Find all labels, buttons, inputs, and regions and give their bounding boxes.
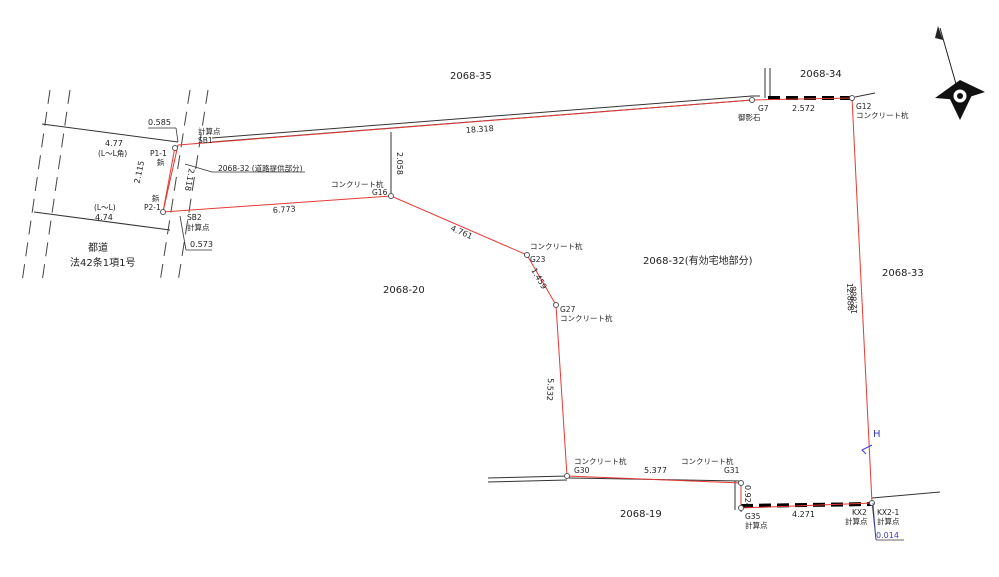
parcel-2068-33: 2068-33 (882, 268, 924, 279)
parcel-2068-20: 2068-20 (383, 285, 425, 296)
label-g30-type: コンクリート杭 (574, 456, 627, 466)
label-g35-id: G35 (745, 512, 761, 521)
point-kx2 (869, 500, 875, 506)
label-sb2-id: SB2 (187, 213, 202, 222)
label-g35-type: 計算点 (745, 520, 768, 530)
label-g27-type: コンクリート杭 (560, 313, 613, 323)
dist-g35-g31: 0.924 (743, 485, 752, 508)
dist-p1-sb1: 0.585 (148, 118, 171, 127)
parcel-2068-35: 2068-35 (450, 71, 492, 82)
label-g30-id: G30 (574, 466, 590, 475)
label-g12-type: コンクリート杭 (856, 110, 909, 120)
parcel-2068-34: 2068-34 (800, 69, 842, 80)
label-sb1-type: 計算点 (198, 126, 221, 136)
dist-p1-p2: 2.115 (133, 160, 147, 184)
leader-lines (148, 127, 904, 541)
point-g35 (738, 505, 744, 511)
label-g16-type: コンクリート杭 (331, 179, 384, 189)
point-g12 (849, 95, 855, 101)
label-kx2-type: 計算点 (845, 516, 868, 526)
road-width-bottom-note: (L～L) (94, 203, 116, 212)
dist-sb1-g7: 18.318 (465, 124, 494, 135)
dist-g27-g23: 1.459 (529, 267, 548, 291)
label-kx2-1-id: KX2-1 (877, 508, 900, 517)
dist-sb1-sb2: 2.118 (183, 168, 196, 192)
h-marker (861, 444, 873, 455)
h-marker-label: H (873, 429, 881, 440)
label-p1-1-type: 鋲 (157, 157, 165, 167)
label-g31-id: G31 (724, 466, 740, 475)
point-g27 (553, 302, 559, 308)
point-g31 (738, 480, 744, 486)
label-g23-id: G23 (530, 255, 546, 264)
parcel-2068-32-main: 2068-32(有効宅地部分) (643, 254, 753, 267)
dist-g16-up: 2.058 (395, 152, 404, 175)
label-p2-1-id: P2-1 (144, 203, 161, 212)
label-sb1-id: SB1 (198, 136, 213, 145)
dist-kx2-offset: 0.014 (876, 531, 899, 540)
label-g27-id: G27 (560, 305, 576, 314)
parcel-2068-19: 2068-19 (620, 509, 662, 520)
point-g30 (564, 473, 570, 479)
label-g12-id: G12 (856, 102, 872, 111)
road-width-top-note: (L～L角) (98, 148, 127, 158)
dist-g12-kx2-mirror: 12.888 (849, 286, 859, 314)
point-p2-1 (160, 209, 166, 215)
point-g7 (749, 97, 755, 103)
label-g31-type: コンクリート杭 (681, 456, 734, 466)
dist-g7-g12: 2.572 (792, 104, 815, 113)
road-edges (21, 89, 209, 283)
label-g23-type: コンクリート杭 (530, 241, 583, 251)
dist-g30-g27: 5.532 (545, 378, 555, 401)
road-cross-lines (33, 123, 179, 231)
road-name: 都道 (88, 241, 108, 254)
parcel-boundary (162, 97, 873, 509)
road-width-bottom: 4.74 (95, 213, 113, 222)
label-kx2-id: KX2 (852, 508, 867, 517)
point-p1-1 (172, 145, 178, 151)
label-p1-1-id: P1-1 (150, 149, 167, 158)
road-law: 法42条1項1号 (70, 256, 135, 269)
survey-points (160, 95, 875, 511)
road-width-top: 4.77 (105, 139, 123, 148)
dist-g16-sb2: 6.773 (273, 204, 296, 215)
dist-g31-g30: 5.377 (644, 466, 667, 475)
point-g16 (388, 193, 394, 199)
point-g23 (524, 252, 530, 258)
parcel-2068-32-road: 2068-32 (道路提供部分) (218, 163, 303, 173)
north-arrow-icon (935, 26, 985, 120)
label-sb2-type: 計算点 (187, 222, 210, 232)
label-g7-id: G7 (758, 104, 769, 113)
label-g7-type: 御影石 (738, 112, 761, 122)
label-kx2-1-type: 計算点 (877, 516, 900, 526)
neighbor-lines (211, 68, 941, 512)
dist-g12-kx2: 12.888 (845, 283, 855, 311)
dist-p2-sb2: 0.573 (190, 240, 213, 249)
label-g16-id: G16 (372, 188, 388, 197)
offset-line (872, 502, 877, 541)
label-p2-1-type: 鋲 (152, 193, 160, 203)
dist-kx2-g35: 4.271 (792, 510, 815, 519)
